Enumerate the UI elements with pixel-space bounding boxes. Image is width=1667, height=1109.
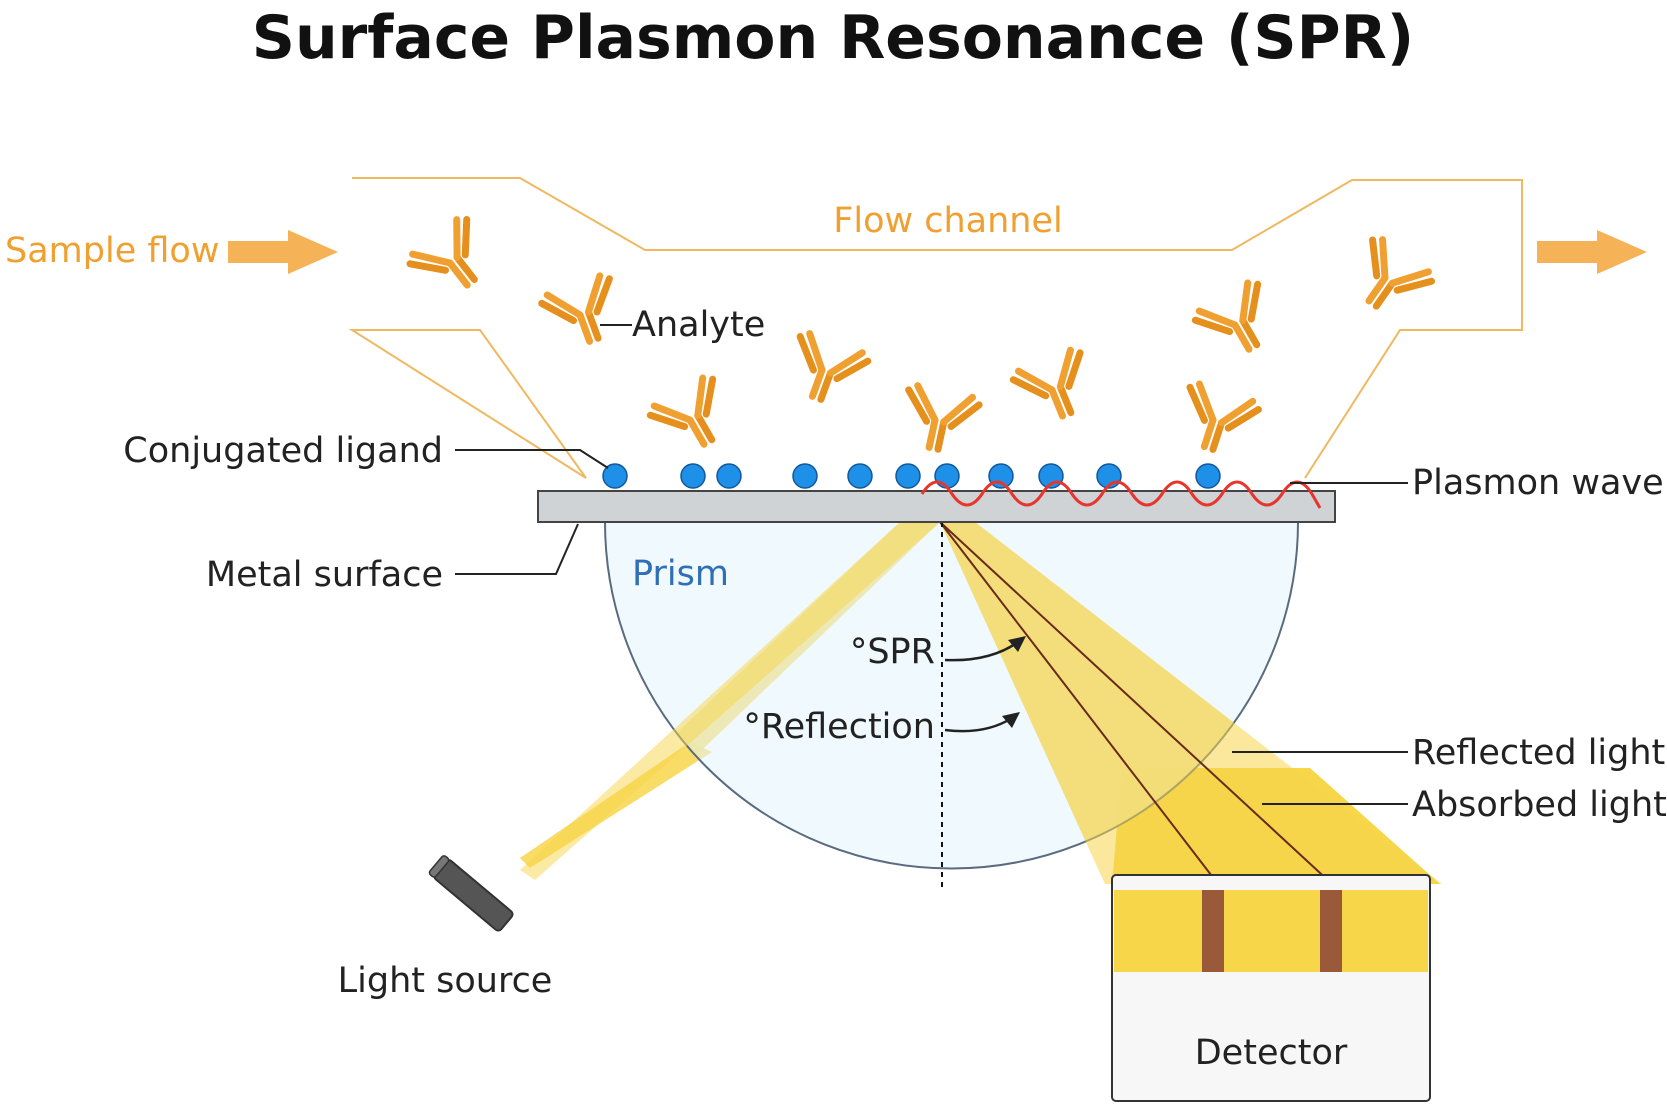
ligand-dot (1195, 463, 1221, 489)
angle-spr-arrowhead (1008, 636, 1026, 652)
antibody-icon (1174, 382, 1260, 459)
detector: Detector (1111, 874, 1431, 1102)
antibody-icon (540, 273, 627, 352)
analyte-molecules (406, 215, 1435, 461)
reflected-beam-overlay (940, 522, 1442, 884)
antibody-icon (1343, 235, 1435, 324)
ligand-dot (847, 463, 873, 489)
absorbed-light-line (939, 521, 1219, 885)
ligand-dot (895, 463, 921, 489)
incident-beam-overlay (520, 522, 940, 880)
ligand-dots (602, 463, 1221, 489)
ligand-dot (934, 463, 960, 489)
ligand-leader-line (455, 449, 609, 469)
flow-channel-outline (348, 177, 1523, 479)
prism-label: Prism (632, 554, 729, 594)
absorbed-light-label: Absorbed light (1412, 785, 1667, 825)
plasmon-wave (920, 480, 1322, 509)
ligand-dot (792, 463, 818, 489)
sample-flow-label: Sample flow (5, 231, 219, 271)
plasmon-wave-label: Plasmon wave (1412, 463, 1664, 503)
page-title: Surface Plasmon Resonance (SPR) (252, 3, 1414, 73)
ligand-dot (680, 463, 706, 489)
antibody-icon (1192, 279, 1283, 365)
detector-band (1320, 890, 1342, 972)
antibody-icon (647, 374, 738, 460)
angle-reflection-label: °Reflection (743, 707, 935, 747)
ligand-dot (602, 463, 628, 489)
angle-reflection-arrowhead (1002, 712, 1020, 728)
light-source-icon (428, 855, 514, 932)
detector-band (1202, 890, 1224, 972)
metal-surface (537, 490, 1336, 523)
metal-surface-label: Metal surface (206, 555, 443, 595)
metal-leader-line (455, 523, 579, 575)
right-arrow-icon (1537, 230, 1647, 274)
detector-screen (1114, 890, 1428, 972)
analyte-label: Analyte (632, 305, 765, 345)
reflected-light-label: Reflected light (1412, 733, 1665, 773)
conjugated-ligand-label: Conjugated ligand (123, 431, 443, 471)
absorbed-light-line (939, 521, 1333, 885)
antibody-icon (898, 384, 980, 456)
antibody-icon (782, 331, 869, 410)
antibody-icon (1011, 347, 1099, 428)
flow-channel-label: Flow channel (833, 201, 1063, 241)
light-source-label: Light source (338, 961, 553, 1001)
antibody-icon (406, 215, 498, 305)
angle-spr-label: °SPR (850, 632, 935, 672)
ligand-dot (716, 463, 742, 489)
right-arrow-icon (228, 230, 338, 274)
detector-label: Detector (1195, 1033, 1348, 1073)
